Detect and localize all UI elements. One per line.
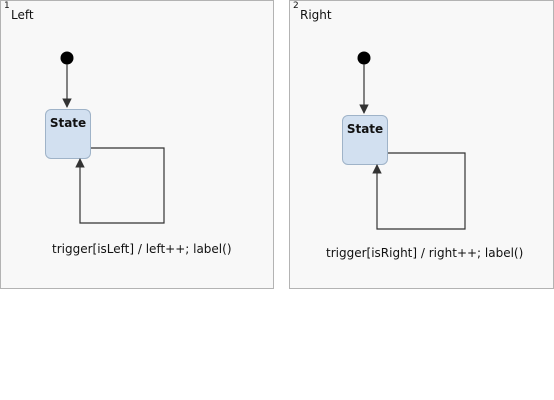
state-label: State [49,116,87,130]
region-left: 1 Left State trigger[isLeft] / left++; l… [0,0,274,289]
transition-label[interactable]: trigger[isLeft] / left++; label() [52,242,232,256]
state-node[interactable]: State [45,109,91,159]
region-index: 1 [4,1,10,11]
state-node[interactable]: State [342,115,388,165]
state-label: State [346,122,384,136]
region-index: 2 [293,1,299,11]
region-right: 2 Right State trigger[isRight] / right++… [289,0,554,289]
transition-label[interactable]: trigger[isRight] / right++; label() [326,246,524,260]
region-name: Left [11,8,34,22]
region-name: Right [300,8,332,22]
